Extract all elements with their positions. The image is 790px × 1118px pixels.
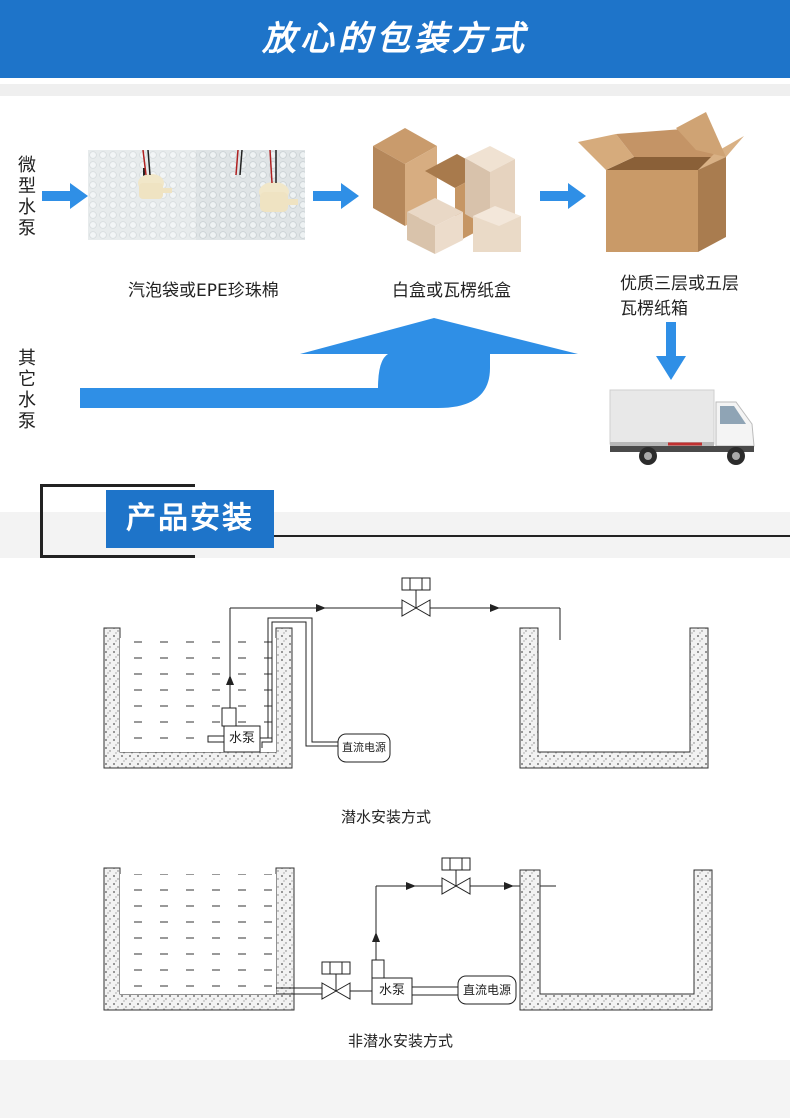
submersible-install-diagram: [103, 577, 709, 769]
non-submersible-pump-label: 水泵: [378, 983, 405, 998]
submersible-caption: 潜水安装方式: [341, 808, 432, 826]
section-title: 产品安装: [106, 490, 274, 548]
non-submersible-install-diagram: [103, 857, 713, 1011]
submersible-pump-label: 水泵: [228, 731, 255, 746]
other-pump-label: 其它水泵: [18, 348, 36, 432]
header-shadow-band: [0, 84, 790, 96]
submersible-power-label: 直流电源: [342, 741, 386, 754]
non-submersible-caption: 非潜水安装方式: [348, 1032, 454, 1050]
big-curved-arrow-icon: [80, 318, 578, 408]
bubble-bag-caption: 汽泡袋或EPE珍珠棉: [128, 281, 279, 301]
carton-box-photo: [578, 112, 744, 252]
arrow-right-icon: [540, 183, 586, 209]
arrow-right-icon: [42, 183, 88, 209]
white-box-caption: 白盒或瓦楞纸盒: [392, 281, 511, 301]
footer-band: [0, 1060, 790, 1118]
delivery-truck-icon: [609, 389, 755, 465]
arrow-right-icon: [313, 183, 359, 209]
white-box-photo: [373, 128, 521, 254]
banner-title: 放心的包装方式: [262, 19, 528, 59]
carton-caption-line2: 瓦楞纸箱: [620, 299, 688, 319]
non-submersible-power-label: 直流电源: [462, 983, 511, 997]
section-header-frame: [40, 484, 195, 558]
micro-pump-label: 微型水泵: [18, 155, 36, 239]
arrow-down-icon: [656, 322, 686, 380]
header-banner: [0, 0, 790, 78]
section-header-rule: [274, 535, 790, 537]
bubble-bag-photo: [88, 150, 305, 240]
carton-caption: 优质三层或五层 瓦楞纸箱: [620, 272, 780, 322]
carton-caption-line1: 优质三层或五层: [620, 274, 739, 294]
